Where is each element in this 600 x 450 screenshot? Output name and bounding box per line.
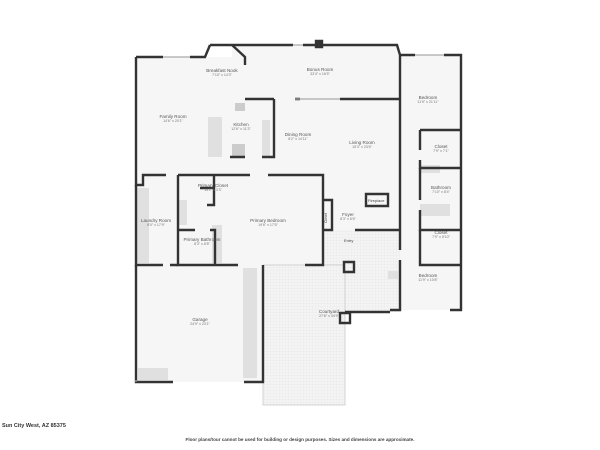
room-dims: 7'9" x 7'1" bbox=[433, 149, 449, 153]
entry-label: Entry bbox=[344, 238, 354, 243]
room-name: Closet bbox=[434, 144, 448, 149]
room-name: Laundry Room bbox=[140, 218, 172, 223]
room-dims: 27'6" x 34'9" bbox=[319, 314, 339, 318]
room-name: Foyer bbox=[342, 212, 354, 217]
room-dims: 15'3" x 23'6" bbox=[352, 145, 372, 149]
room-dims: 7'10" x 14'3" bbox=[212, 73, 232, 77]
room-dims: 14'1" x 3'3" bbox=[204, 188, 222, 192]
room-dims: 8'0" x 17'9" bbox=[147, 223, 165, 227]
room-name: Courtyard bbox=[318, 309, 340, 314]
fixtures bbox=[137, 103, 450, 380]
room-name: Living Room bbox=[349, 140, 375, 145]
room-name: Breakfast Nook bbox=[206, 68, 238, 73]
address: Sun City West, AZ 85375 bbox=[2, 423, 66, 429]
walls bbox=[134, 39, 463, 384]
fireplace-label: Fireplace bbox=[368, 198, 385, 203]
floor-fill bbox=[136, 45, 461, 406]
room-dims: 8'3" x 8'8" bbox=[194, 242, 210, 246]
room-dims: 33'4" x 16'5" bbox=[310, 72, 330, 76]
room-dims: 8'2" x 14'11" bbox=[288, 137, 308, 141]
room-name: Dining Room bbox=[284, 132, 312, 137]
room-name: Bonus Room bbox=[306, 67, 334, 72]
room-name: Garage bbox=[192, 317, 208, 322]
room-name: Primary Closet bbox=[197, 183, 229, 188]
foyer-closet-label: Closet bbox=[324, 213, 328, 223]
room-dims: 8'3" x 6'6" bbox=[340, 217, 356, 221]
windows bbox=[135, 44, 444, 382]
room-dims: 11'9" x 10'8" bbox=[418, 278, 438, 282]
room-dims: 11'9" x 21'11" bbox=[417, 100, 439, 104]
room-dims: 24'9" x 23'1" bbox=[190, 322, 210, 326]
room-dims: 19'6" x 17'5" bbox=[258, 223, 278, 227]
room-name: Bedroom bbox=[418, 273, 438, 278]
room-name: Bedroom bbox=[418, 95, 438, 100]
disclaimer: Floor plans/tour cannot be used for buil… bbox=[185, 437, 415, 442]
room-name: Primary Bathroom bbox=[183, 237, 221, 242]
room-dims: 7'9" x 5'10" bbox=[432, 235, 450, 239]
room-name: Bathroom bbox=[431, 185, 451, 190]
room-name: Primary Bedroom bbox=[250, 218, 286, 223]
room-name: Closet bbox=[434, 230, 448, 235]
room-dims: 12'6" x 11'3" bbox=[231, 127, 251, 131]
room-dims: 7'10" x 8'4" bbox=[432, 190, 450, 194]
room-name: Family Room bbox=[159, 114, 187, 119]
room-name: Kitchen bbox=[233, 122, 249, 127]
room-dims: 14'6" x 20'1" bbox=[163, 119, 183, 123]
